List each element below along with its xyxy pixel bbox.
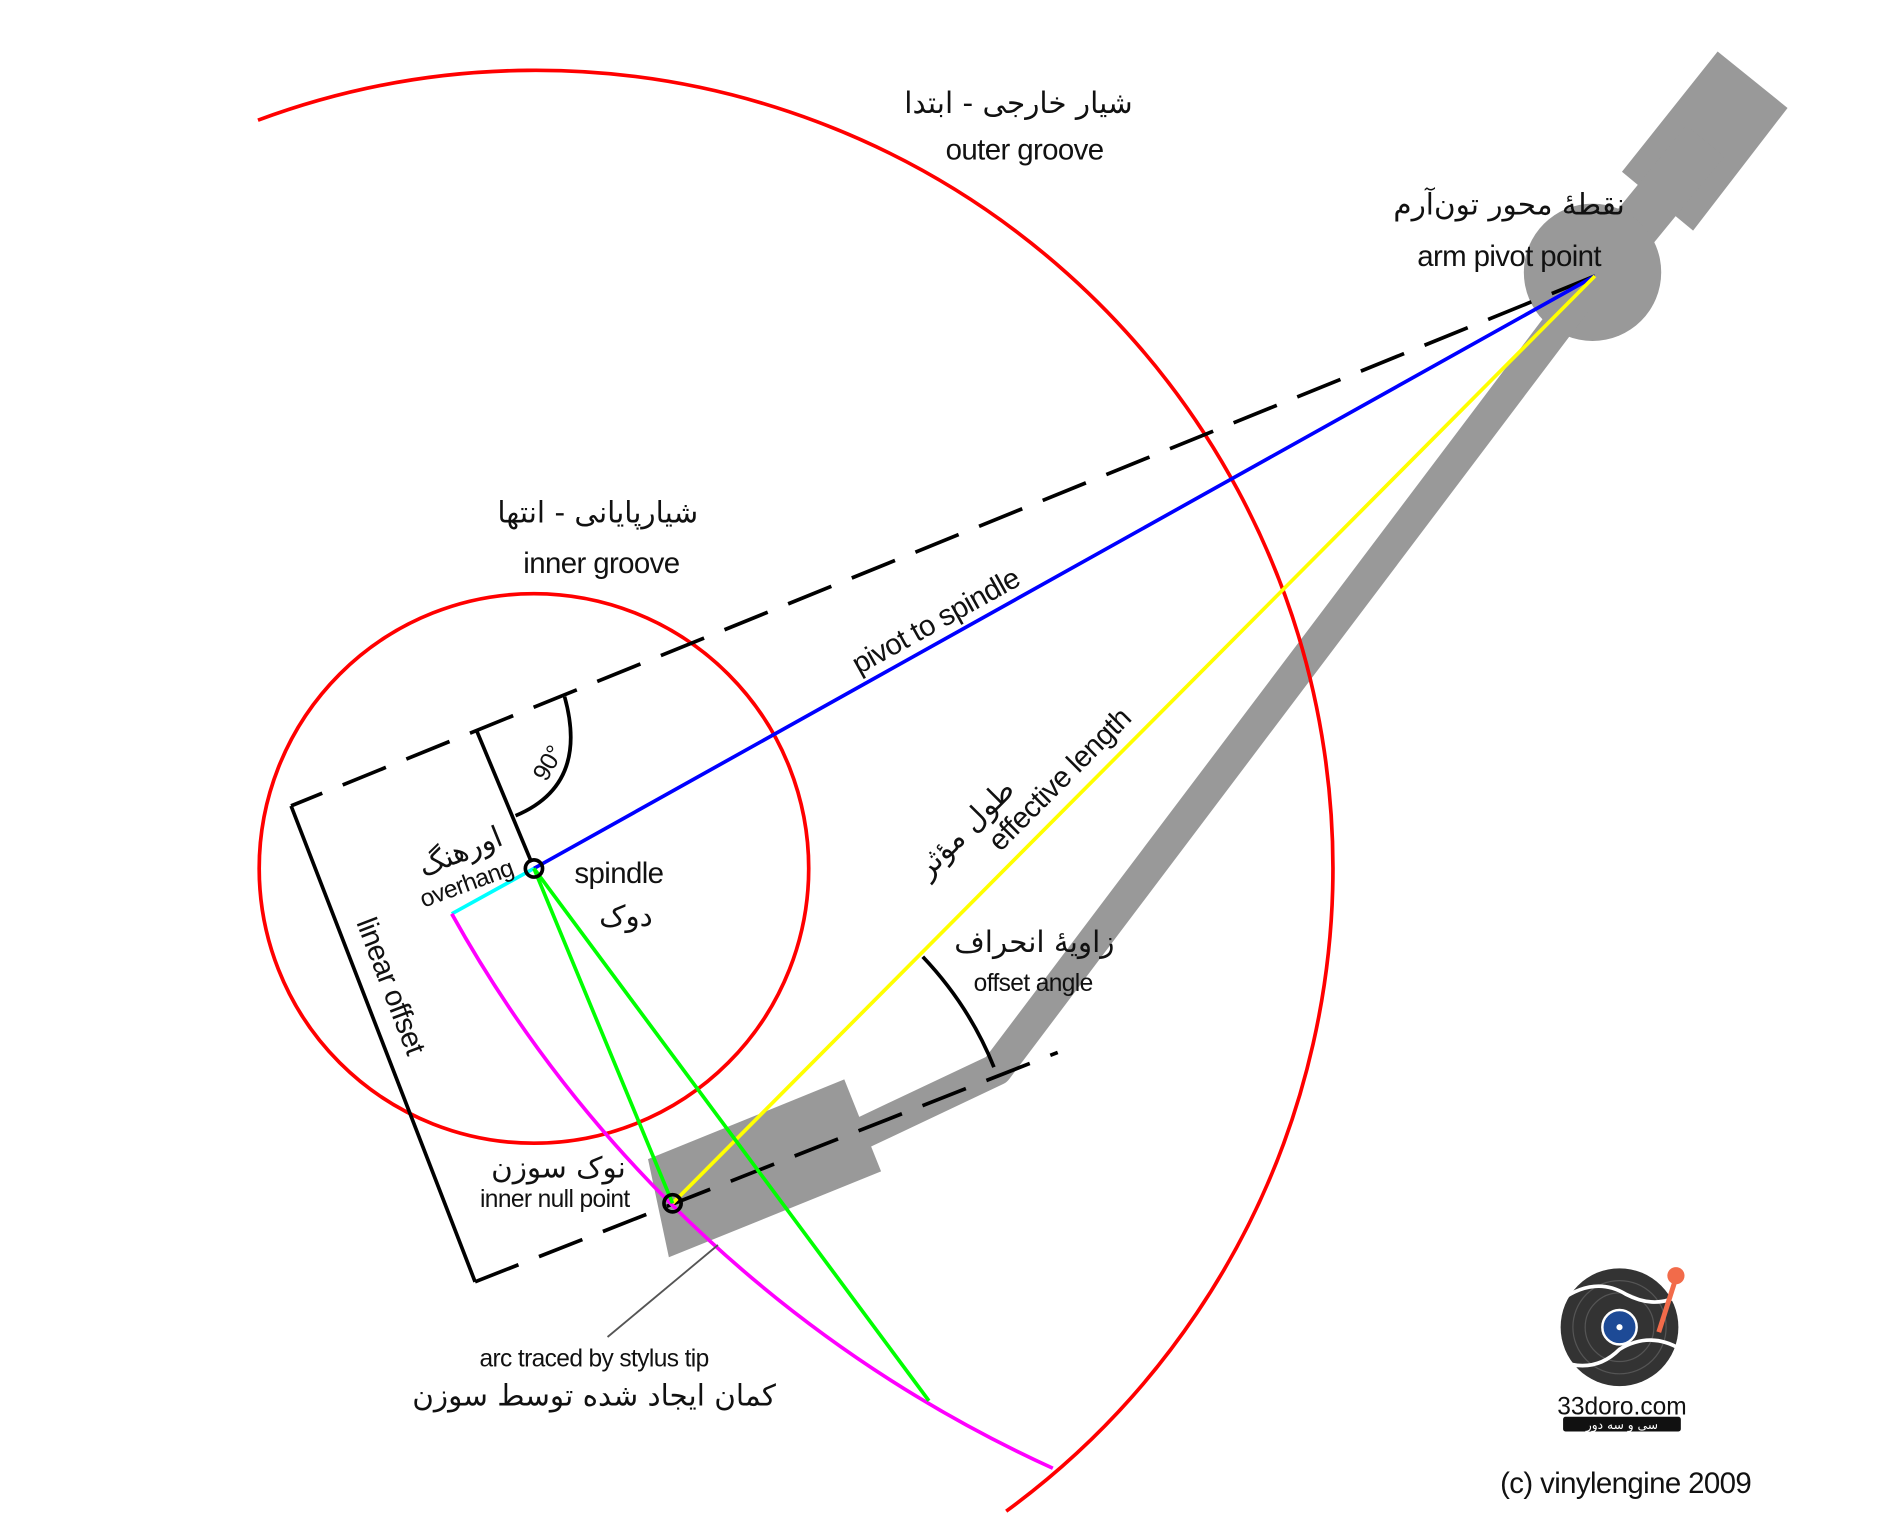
spindle-marker <box>523 858 545 879</box>
outer-groove-arc <box>257 68 1335 1513</box>
stylus-arc <box>450 912 1054 1470</box>
null-point-marker <box>662 1192 683 1214</box>
right-angle-label: 90° <box>528 742 569 786</box>
arc-traced-label-fa: کمان ایجاد شده توسط سوزن <box>412 1379 776 1413</box>
inner-groove-circle <box>257 591 811 1146</box>
pivot-to-spindle-label: pivot to spindle <box>846 561 1025 680</box>
33doro-logo: 33doro.com سی و سه دور <box>1557 1267 1687 1433</box>
offset-angle-label-fa: زاویهٔ انحراف <box>954 925 1114 959</box>
logo-name-fa: سی و سه دور <box>1585 1418 1658 1433</box>
spindle-label: spindle <box>574 857 663 890</box>
effective-length-line <box>671 274 1597 1205</box>
arm-tube <box>852 290 1590 1150</box>
pivot-dashed-line <box>290 274 1596 808</box>
null-point-label: inner null point <box>480 1186 630 1213</box>
perpendicular-line <box>474 729 534 864</box>
null-dashed-line <box>474 1050 1059 1284</box>
outer-groove-label-fa: شیار خارجی - ابتدا <box>904 86 1132 120</box>
arm-pivot-label: arm pivot point <box>1417 240 1601 273</box>
logo-name: 33doro.com <box>1557 1393 1686 1420</box>
arc-traced-label: arc traced by stylus tip <box>479 1345 708 1372</box>
inner-groove-label-fa: شیارپایانی - انتها <box>497 496 698 531</box>
right-angle-arc <box>514 696 573 818</box>
effective-length-label: effective length <box>982 701 1138 857</box>
linear-offset-line <box>289 805 477 1283</box>
arm-pivot-label-fa: نقطهٔ محور تون‌آرم <box>1393 187 1624 222</box>
overhang-line <box>450 866 535 916</box>
stylus-line-1 <box>532 867 675 1205</box>
null-point-label-fa: نوک سوزن <box>491 1151 626 1185</box>
stylus-line-2 <box>532 867 931 1402</box>
arc-pointer-line <box>606 1244 719 1338</box>
offset-angle-arc <box>921 955 996 1068</box>
pivot-to-spindle-line <box>533 274 1596 871</box>
spindle-label-fa: دوک <box>599 899 653 933</box>
offset-angle-label: offset angle <box>974 970 1093 997</box>
copyright-label: (c) vinylengine 2009 <box>1500 1467 1751 1500</box>
outer-groove-label: outer groove <box>946 133 1104 166</box>
inner-groove-label: inner groove <box>523 547 679 580</box>
tonearm <box>648 51 1788 1258</box>
